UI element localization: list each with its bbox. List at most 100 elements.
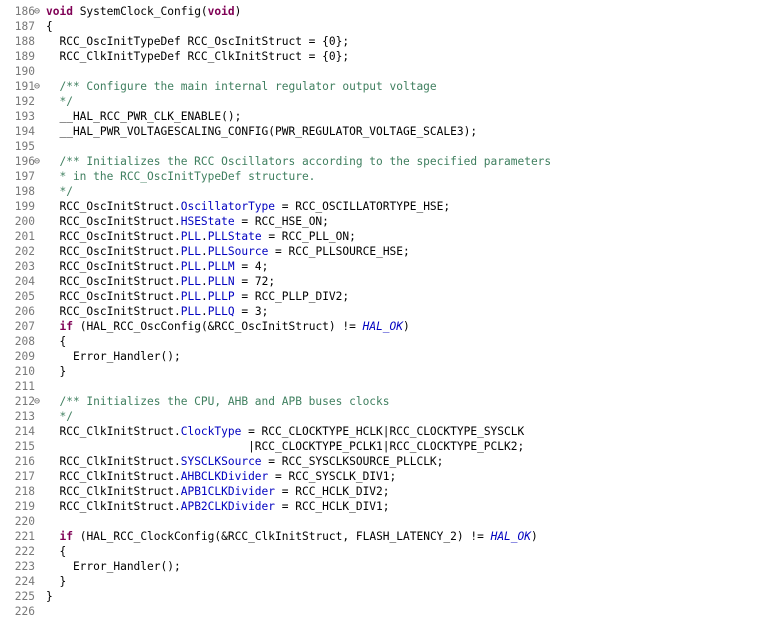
code-line[interactable]: 191⊖ /** Configure the main internal reg…: [0, 79, 762, 94]
line-number: 208: [14, 335, 35, 348]
code-text: RCC_OscInitStruct.PLL.PLLM = 4;: [46, 259, 268, 274]
code-line[interactable]: 190: [0, 64, 762, 79]
line-number: 198: [14, 185, 35, 198]
code-text: __HAL_RCC_PWR_CLK_ENABLE();: [46, 109, 241, 124]
code-line[interactable]: 210 }: [0, 364, 762, 379]
code-line[interactable]: 201 RCC_OscInitStruct.PLL.PLLState = RCC…: [0, 229, 762, 244]
code-token: HSEState: [180, 215, 235, 228]
code-token: RCC_ClkInitStruct.: [46, 485, 181, 498]
line-number: 199: [14, 200, 35, 213]
code-line[interactable]: 215 |RCC_CLOCKTYPE_PCLK1|RCC_CLOCKTYPE_P…: [0, 439, 762, 454]
code-token: void: [207, 5, 235, 18]
code-line[interactable]: 213 */: [0, 409, 762, 424]
code-line[interactable]: 189 RCC_ClkInitTypeDef RCC_ClkInitStruct…: [0, 49, 762, 64]
code-token: RCC_OscInitStruct.: [46, 275, 181, 288]
code-text: {: [46, 544, 66, 559]
code-line[interactable]: 204 RCC_OscInitStruct.PLL.PLLN = 72;: [0, 274, 762, 289]
code-line[interactable]: 208 {: [0, 334, 762, 349]
code-text: */: [46, 184, 72, 199]
fold-collapse-icon[interactable]: ⊖: [34, 6, 41, 17]
code-token: Error_Handler();: [46, 350, 181, 363]
code-line[interactable]: 203 RCC_OscInitStruct.PLL.PLLM = 4;: [0, 259, 762, 274]
code-token: PLL: [180, 290, 201, 303]
line-number: 223: [14, 560, 35, 573]
code-token: RCC_ClkInitStruct.: [46, 425, 181, 438]
code-token: __HAL_RCC_PWR_CLK_ENABLE();: [46, 110, 242, 123]
code-token: PLL: [180, 305, 201, 318]
code-line[interactable]: 216 RCC_ClkInitStruct.SYSCLKSource = RCC…: [0, 454, 762, 469]
code-line[interactable]: 211: [0, 379, 762, 394]
code-line[interactable]: 212⊖ /** Initializes the CPU, AHB and AP…: [0, 394, 762, 409]
code-text: RCC_ClkInitStruct.SYSCLKSource = RCC_SYS…: [46, 454, 443, 469]
code-line[interactable]: 192 */: [0, 94, 762, 109]
code-line[interactable]: 202 RCC_OscInitStruct.PLL.PLLSource = RC…: [0, 244, 762, 259]
code-token: if: [59, 530, 73, 543]
code-line[interactable]: 209 Error_Handler();: [0, 349, 762, 364]
line-number: 209: [14, 350, 35, 363]
fold-collapse-icon[interactable]: ⊖: [34, 396, 41, 407]
code-text: }: [46, 589, 53, 604]
code-line[interactable]: 220: [0, 514, 762, 529]
code-line[interactable]: 219 RCC_ClkInitStruct.APB2CLKDivider = R…: [0, 499, 762, 514]
code-line[interactable]: 197 * in the RCC_OscInitTypeDef structur…: [0, 169, 762, 184]
code-line[interactable]: 223 Error_Handler();: [0, 559, 762, 574]
code-line[interactable]: 218 RCC_ClkInitStruct.APB1CLKDivider = R…: [0, 484, 762, 499]
code-line[interactable]: 224 }: [0, 574, 762, 589]
code-token: PLL: [180, 275, 201, 288]
code-line[interactable]: 200 RCC_OscInitStruct.HSEState = RCC_HSE…: [0, 214, 762, 229]
code-token: .: [200, 290, 208, 303]
code-token: = 3;: [234, 305, 269, 318]
code-token: /** Initializes the RCC Oscillators acco…: [46, 155, 552, 168]
fold-collapse-icon[interactable]: ⊖: [34, 81, 41, 92]
code-line[interactable]: 225}: [0, 589, 762, 604]
line-number: 224: [14, 575, 35, 588]
code-line[interactable]: 207 if (HAL_RCC_OscConfig(&RCC_OscInitSt…: [0, 319, 762, 334]
code-line[interactable]: 221 if (HAL_RCC_ClockConfig(&RCC_ClkInit…: [0, 529, 762, 544]
code-token: __HAL_PWR_VOLTAGESCALING_CONFIG(PWR_REGU…: [46, 125, 478, 138]
code-line[interactable]: 194 __HAL_PWR_VOLTAGESCALING_CONFIG(PWR_…: [0, 124, 762, 139]
code-token: = RCC_PLLSOURCE_HSE;: [268, 245, 410, 258]
code-text: __HAL_PWR_VOLTAGESCALING_CONFIG(PWR_REGU…: [46, 124, 477, 139]
fold-collapse-icon[interactable]: ⊖: [34, 156, 41, 167]
code-text: RCC_ClkInitStruct.AHBCLKDivider = RCC_SY…: [46, 469, 396, 484]
code-line[interactable]: 214 RCC_ClkInitStruct.ClockType = RCC_CL…: [0, 424, 762, 439]
line-number: 201: [14, 230, 35, 243]
code-token: {: [46, 20, 53, 33]
code-line[interactable]: 206 RCC_OscInitStruct.PLL.PLLQ = 3;: [0, 304, 762, 319]
line-number: 214: [14, 425, 35, 438]
code-line[interactable]: 196⊖ /** Initializes the RCC Oscillators…: [0, 154, 762, 169]
code-text: RCC_OscInitStruct.PLL.PLLN = 72;: [46, 274, 275, 289]
line-number: 213: [14, 410, 35, 423]
line-number: 186: [14, 5, 35, 18]
line-number: 204: [14, 275, 35, 288]
code-line[interactable]: 188 RCC_OscInitTypeDef RCC_OscInitStruct…: [0, 34, 762, 49]
code-line[interactable]: 193 __HAL_RCC_PWR_CLK_ENABLE();: [0, 109, 762, 124]
code-token: RCC_OscInitStruct.: [46, 305, 181, 318]
code-line[interactable]: 186⊖void SystemClock_Config(void): [0, 4, 762, 19]
code-line[interactable]: 195: [0, 139, 762, 154]
code-line[interactable]: 217 RCC_ClkInitStruct.AHBCLKDivider = RC…: [0, 469, 762, 484]
code-token: /** Initializes the CPU, AHB and APB bus…: [46, 395, 390, 408]
line-number: 221: [14, 530, 35, 543]
line-number: 192: [14, 95, 35, 108]
code-token: PLL: [180, 260, 201, 273]
line-number: 202: [14, 245, 35, 258]
code-line[interactable]: 222 {: [0, 544, 762, 559]
code-token: SystemClock_Config(: [72, 5, 208, 18]
code-line[interactable]: 198 */: [0, 184, 762, 199]
line-number: 205: [14, 290, 35, 303]
code-token: PLLQ: [207, 305, 235, 318]
line-number: 226: [14, 605, 35, 618]
code-token: if: [59, 320, 73, 333]
code-text: {: [46, 19, 53, 34]
code-token: */: [46, 410, 73, 423]
code-text: RCC_ClkInitTypeDef RCC_ClkInitStruct = {…: [46, 49, 349, 64]
code-line[interactable]: 187{: [0, 19, 762, 34]
code-line[interactable]: 205 RCC_OscInitStruct.PLL.PLLP = RCC_PLL…: [0, 289, 762, 304]
code-line[interactable]: 199 RCC_OscInitStruct.OscillatorType = R…: [0, 199, 762, 214]
code-token: ClockType: [180, 425, 242, 438]
code-line[interactable]: 226: [0, 604, 762, 619]
code-token: PLL: [180, 245, 201, 258]
code-token: HAL_OK: [490, 530, 531, 543]
